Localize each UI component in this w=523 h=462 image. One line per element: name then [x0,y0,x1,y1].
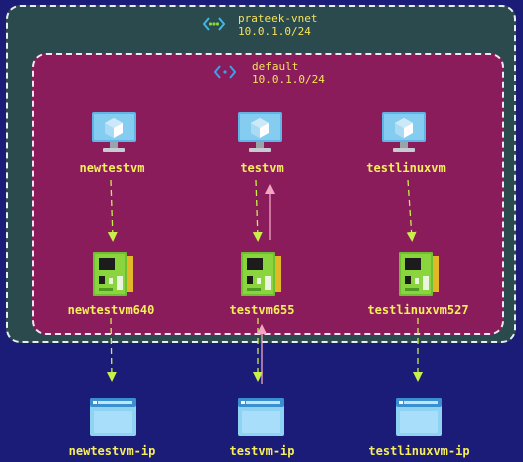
virtual-machine-icon [92,112,136,152]
edge-testvm-to-nic [252,179,263,242]
subnet-name: default [252,60,299,73]
network-interface-icon [241,252,281,296]
vnet-name: prateek-vnet [238,12,318,25]
public-ip-icon [396,398,442,436]
virtual-machine-icon [382,112,426,152]
public-ip-icon [238,398,284,436]
subnet-icon [214,65,236,79]
vnet-icon [203,17,225,31]
vm-label: newtestvm [79,161,145,175]
vm-label: testlinuxvm [366,161,446,175]
network-interface-icon [399,252,439,296]
public-ip-label: testlinuxvm-ip [368,444,470,458]
public-ip-icon [90,398,136,436]
vnet-cidr: 10.0.1.0/24 [238,25,311,38]
nic-label: testlinuxvm527 [367,303,469,317]
network-interface-icon [93,252,133,296]
public-ip-label: newtestvm-ip [68,444,156,458]
virtual-machine-icon [238,112,282,152]
nic-label: newtestvm640 [67,303,155,317]
nic-label: testvm655 [229,303,295,317]
subnet-cidr: 10.0.1.0/24 [252,73,325,86]
edge-testlinuxvm-to-nic [406,179,417,242]
vm-label: testvm [240,161,284,175]
public-ip-label: testvm-ip [229,444,295,458]
edge-newtestvm-to-nic [107,179,118,242]
edge-newtestvm640-to-ip [106,317,117,382]
